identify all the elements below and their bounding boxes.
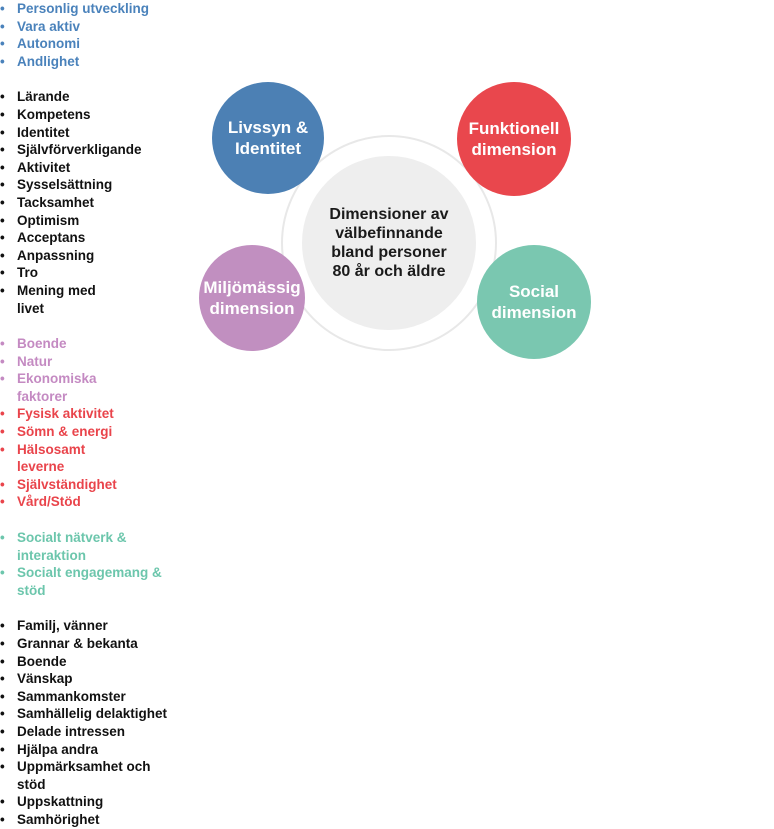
- funktionell-label-line: dimension: [471, 140, 557, 159]
- list-item: Uppskattning: [0, 793, 175, 811]
- center-title-line: Dimensioner av: [329, 206, 449, 223]
- livssyn-label-line: Livssyn &: [227, 118, 309, 137]
- list-item: Autonomi: [0, 35, 195, 53]
- list-item: Grannar & bekanta: [0, 635, 175, 653]
- list-item: Sömn & energi: [0, 423, 175, 441]
- list-item: Samhörighet: [0, 811, 175, 829]
- list-item: Ekonomiska faktorer: [0, 370, 112, 405]
- list-item: Kompetens: [0, 106, 195, 124]
- social-circle: Social dimension: [477, 245, 591, 359]
- list-item: Vård/Stöd: [0, 493, 175, 511]
- list-item: Personlig utveckling: [0, 0, 195, 18]
- miljo-label: Miljömässig dimension: [203, 277, 300, 319]
- funktionell-red-list: Fysisk aktivitet Sömn & energi Hälsosamt…: [0, 405, 175, 511]
- list-item: Självförverkligande: [0, 141, 195, 159]
- social-label-line: Social: [508, 282, 560, 301]
- social-label: Social dimension: [491, 281, 576, 323]
- list-item: Acceptans: [0, 229, 195, 247]
- list-item: Självständighet: [0, 476, 175, 494]
- center-title-line: bland personer: [331, 244, 447, 261]
- list-item: Sammankomster: [0, 688, 175, 706]
- center-circle: Dimensioner av välbefinnande bland perso…: [302, 156, 476, 330]
- list-item: Anpassning: [0, 247, 195, 265]
- livssyn-circle: Livssyn & Identitet: [212, 82, 324, 194]
- funktionell-circle: Funktionell dimension: [457, 82, 571, 196]
- list-item: Vara aktiv: [0, 18, 195, 36]
- social-label-line: dimension: [491, 303, 577, 322]
- list-item: Aktivitet: [0, 159, 195, 177]
- miljo-label-line: dimension: [209, 299, 295, 318]
- list-item: Samhällelig delaktighet: [0, 705, 175, 723]
- list-item: Identitet: [0, 124, 195, 142]
- list-item: Mening med livet: [0, 282, 97, 317]
- social-teal-list: Socialt nätverk & interaktion Socialt en…: [0, 529, 175, 599]
- right-lists: Fysisk aktivitet Sömn & energi Hälsosamt…: [0, 405, 175, 828]
- list-item: Natur: [0, 353, 195, 371]
- list-item: Vänskap: [0, 670, 175, 688]
- list-item: Uppmärksamhet och stöd: [0, 758, 172, 793]
- left-lists: Personlig utveckling Vara aktiv Autonomi…: [0, 0, 195, 405]
- miljo-purple-list: Boende Natur Ekonomiska faktorer: [0, 335, 195, 405]
- list-item: Andlighet: [0, 53, 195, 71]
- funktionell-label: Funktionell dimension: [469, 118, 560, 160]
- list-item: Optimism: [0, 212, 195, 230]
- center-title-line: 80 år och äldre: [332, 263, 446, 280]
- list-item: Lärande: [0, 88, 195, 106]
- list-item: Boende: [0, 335, 195, 353]
- miljo-circle: Miljömässig dimension: [199, 245, 305, 351]
- list-item: Familj, vänner: [0, 617, 175, 635]
- list-item: Socialt nätverk & interaktion: [0, 529, 167, 564]
- list-item: Hälsosamt leverne: [0, 441, 107, 476]
- list-item: Delade intressen: [0, 723, 175, 741]
- livssyn-label: Livssyn & Identitet: [228, 117, 308, 159]
- livssyn-black-list: Lärande Kompetens Identitet Självförverk…: [0, 88, 195, 317]
- center-title: Dimensioner av välbefinnande bland perso…: [329, 205, 448, 281]
- list-item: Fysisk aktivitet: [0, 405, 175, 423]
- funktionell-label-line: Funktionell: [468, 119, 560, 138]
- list-item: Tro: [0, 264, 195, 282]
- livssyn-label-line: Identitet: [234, 139, 302, 158]
- miljo-label-line: Miljömässig: [203, 278, 301, 297]
- center-title-line: välbefinnande: [335, 225, 443, 242]
- list-item: Tacksamhet: [0, 194, 195, 212]
- livssyn-blue-list: Personlig utveckling Vara aktiv Autonomi…: [0, 0, 195, 70]
- list-item: Hjälpa andra: [0, 741, 175, 759]
- social-black-list: Familj, vänner Grannar & bekanta Boende …: [0, 617, 175, 828]
- list-item: Sysselsättning: [0, 176, 195, 194]
- list-item: Socialt engagemang & stöd: [0, 564, 177, 599]
- list-item: Boende: [0, 653, 175, 671]
